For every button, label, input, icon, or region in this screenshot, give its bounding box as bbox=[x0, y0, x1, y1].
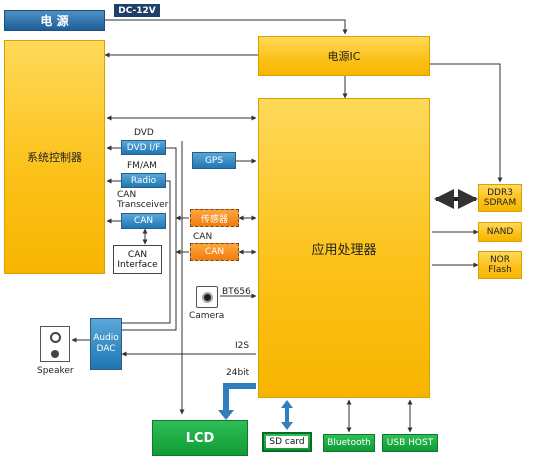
camera-label: Camera bbox=[189, 311, 225, 321]
dvd-if-block: DVD I/F bbox=[121, 140, 166, 155]
speaker-icon bbox=[40, 326, 70, 362]
bt656-label: BT656 bbox=[222, 287, 251, 297]
sensor-block: 传感器 bbox=[190, 209, 239, 227]
lcd-block: LCD bbox=[152, 420, 248, 456]
gps-block: GPS bbox=[192, 152, 236, 169]
speaker-label: Speaker bbox=[37, 366, 74, 376]
sd-card-block: SD card bbox=[262, 432, 312, 452]
radio-block: Radio bbox=[121, 173, 166, 188]
can-transceiver-label: CAN Transceiver bbox=[117, 190, 169, 210]
can-interface-block: CAN Interface bbox=[113, 245, 162, 274]
can-right-label: CAN bbox=[193, 232, 213, 242]
fm-am-label: FM/AM bbox=[127, 161, 157, 171]
can-block: CAN bbox=[121, 213, 166, 229]
dvd-label: DVD bbox=[134, 128, 154, 138]
usb-host-block: USB HOST bbox=[382, 434, 438, 452]
system-controller-block: 系统控制器 bbox=[4, 40, 105, 274]
24bit-label: 24bit bbox=[226, 368, 250, 378]
audio-dac-block: Audio DAC bbox=[90, 318, 122, 370]
nor-flash-block: NOR Flash bbox=[478, 251, 522, 279]
power-ic-block: 电源IC bbox=[258, 36, 430, 76]
power-block: 电 源 bbox=[4, 10, 105, 31]
application-processor-block: 应用处理器 bbox=[258, 98, 430, 398]
dc-label: DC-12V bbox=[114, 4, 160, 17]
i2s-label: I2S bbox=[235, 341, 250, 351]
nand-block: NAND bbox=[478, 222, 522, 242]
camera-icon bbox=[196, 286, 218, 308]
ddr3-block: DDR3 SDRAM bbox=[478, 184, 522, 212]
can-right-block: CAN bbox=[190, 243, 239, 261]
bluetooth-block: Bluetooth bbox=[323, 434, 375, 452]
